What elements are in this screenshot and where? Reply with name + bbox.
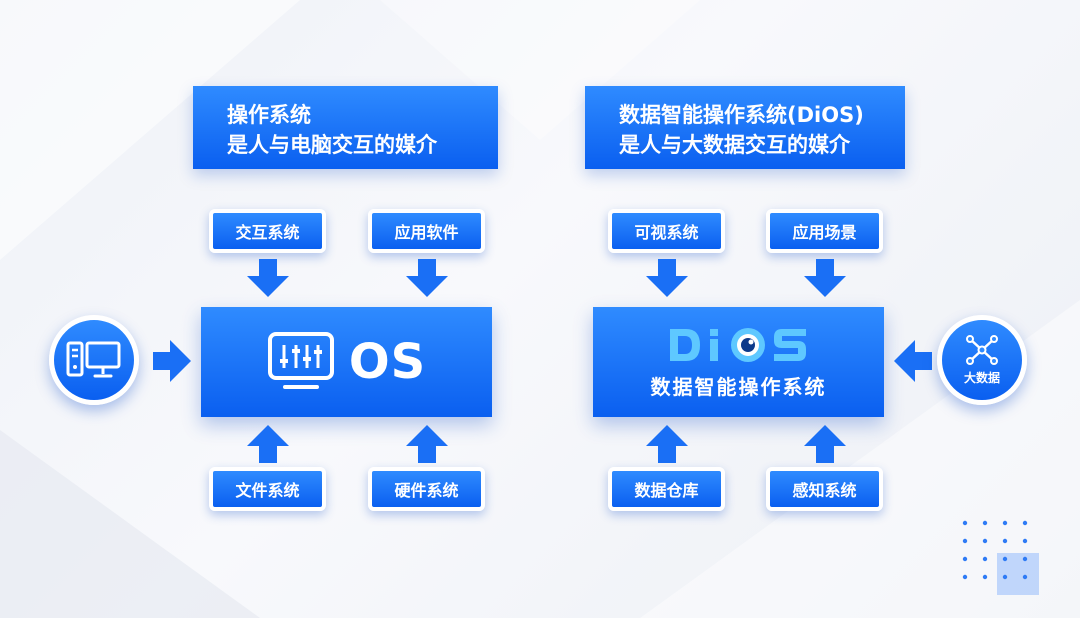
arrow-left-icon (894, 340, 932, 382)
arrow-up-icon (247, 425, 289, 463)
os-title: OS (348, 334, 427, 390)
arrow-up-icon (646, 425, 688, 463)
big-data-label: 大数据 (963, 370, 1000, 385)
os-main-box: OS (201, 307, 492, 417)
dios-header: 数据智能操作系统(DiOS) 是人与大数据交互的媒介 (585, 86, 905, 169)
arrow-down-icon (406, 259, 448, 297)
dios-header-line2: 是人与大数据交互的媒介 (619, 133, 850, 157)
label-perception-system: 感知系统 (766, 467, 883, 511)
arrow-down-icon (804, 259, 846, 297)
computer-circle (49, 315, 139, 405)
dios-title: 数据智能操作系统 (650, 374, 827, 399)
big-data-circle: 大数据 (937, 315, 1027, 405)
label-interaction-system: 交互系统 (209, 209, 326, 253)
network-icon (966, 334, 998, 365)
arrow-down-icon (646, 259, 688, 297)
os-header-line1: 操作系统 (227, 103, 311, 127)
label-data-warehouse: 数据仓库 (608, 467, 725, 511)
arrow-down-icon (247, 259, 289, 297)
arrow-up-icon (406, 425, 448, 463)
dios-logo (669, 327, 806, 362)
dios-main-box: 数据智能操作系统 (593, 307, 884, 417)
label-hardware-system: 硬件系统 (368, 467, 485, 511)
arrow-right-icon (153, 340, 191, 382)
label-visual-system: 可视系统 (608, 209, 725, 253)
label-application-software: 应用软件 (368, 209, 485, 253)
label-application-scenario: 应用场景 (766, 209, 883, 253)
computer-icon (66, 341, 121, 378)
os-header-line2: 是人与电脑交互的媒介 (227, 133, 437, 157)
label-file-system: 文件系统 (209, 467, 326, 511)
dios-header-line1: 数据智能操作系统(DiOS) (619, 103, 864, 127)
monitor-sliders-icon (267, 332, 334, 389)
arrow-up-icon (804, 425, 846, 463)
decorative-dots (962, 520, 1039, 595)
os-header: 操作系统 是人与电脑交互的媒介 (193, 86, 498, 169)
